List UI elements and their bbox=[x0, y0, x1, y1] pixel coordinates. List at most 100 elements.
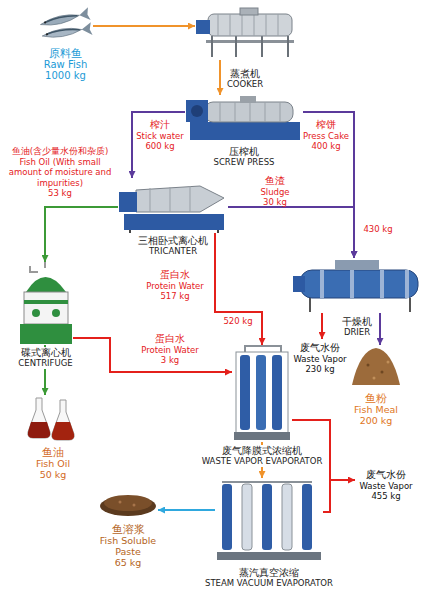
equipment-node: 压榨机SCREW PRESS bbox=[185, 95, 303, 143]
drier-illustration bbox=[293, 260, 418, 312]
waste-vapor-evaporator-illustration bbox=[234, 346, 290, 440]
equipment-node: 废气降膜式浓缩机WASTE VAPOR EVAPORATOR bbox=[232, 345, 292, 442]
steam-vacuum-evaporator-illustration bbox=[217, 482, 321, 560]
tricanter-illustration-part bbox=[119, 192, 137, 212]
waste-vapor-arrow-part bbox=[321, 313, 323, 339]
flow-quantity-label: Stick water bbox=[130, 131, 190, 142]
screw-press-illustration-part bbox=[190, 122, 300, 140]
flow-arrow bbox=[93, 25, 195, 27]
waste-vapor-evaporator-illustration-part bbox=[236, 352, 288, 438]
node-caption: 压榨机SCREW PRESS bbox=[194, 146, 294, 168]
fish-soluble-paste-illustration-part bbox=[104, 495, 152, 511]
screw-press-illustration-part bbox=[205, 102, 293, 122]
fish-oil-illustration-part bbox=[28, 422, 50, 438]
steam-vacuum-evaporator-illustration-part bbox=[242, 484, 252, 550]
flow-quantity-label: Press Cake bbox=[301, 131, 351, 142]
node-subtitle: Fish Soluble Paste bbox=[95, 535, 161, 557]
flow-arrow bbox=[73, 338, 232, 372]
cooker-illustration-part bbox=[206, 40, 294, 43]
flow-quantity-label: 榨饼 bbox=[301, 120, 351, 131]
raw-fish-illustration-part-part bbox=[44, 21, 46, 23]
raw-fish-illustration-part bbox=[39, 7, 91, 30]
fish-soluble-paste-illustration bbox=[100, 495, 156, 516]
node-caption: 鱼粉Fish Meal200 kg bbox=[341, 393, 411, 426]
centrifuge-illustration-part bbox=[24, 292, 68, 324]
node-subtitle: 200 kg bbox=[341, 415, 411, 426]
fish-soluble-paste-illustration-part bbox=[100, 496, 156, 516]
steam-vacuum-evaporator-illustration-part bbox=[262, 484, 272, 550]
flow-arrow bbox=[379, 313, 381, 345]
flow-quantity-label: 53 kg bbox=[30, 188, 90, 199]
cooker-illustration-part bbox=[218, 14, 278, 36]
node-title: 压榨机 bbox=[194, 146, 294, 157]
flow-quantity-label: Fish Oil (With small amount of moisture … bbox=[8, 157, 112, 189]
steam-vacuum-evaporator-illustration-part bbox=[282, 484, 292, 550]
flow-quantity-label: Protein Water bbox=[135, 345, 205, 356]
drier-illustration-part bbox=[293, 276, 305, 292]
node-caption: 蒸汽真空浓缩STEAM VACUUM EVAPORATOR bbox=[199, 567, 339, 589]
fish-meal-illustration-part bbox=[381, 371, 384, 374]
node-title: 鱼粉 bbox=[341, 393, 411, 404]
node-title: 碟式离心机 bbox=[11, 347, 81, 358]
flow-quantity-label: 鱼渣 bbox=[250, 176, 300, 187]
node-caption: 鱼油Fish Oil50 kg bbox=[18, 447, 88, 480]
equipment-node: 三相卧式离心机TRICANTER bbox=[118, 178, 228, 233]
flow-quantity-label: 520 kg bbox=[218, 316, 258, 327]
tricanter-illustration bbox=[119, 186, 224, 233]
raw-fish-illustration-part-part bbox=[44, 14, 78, 23]
steam-vacuum-evaporator-illustration-part bbox=[222, 484, 232, 550]
screw-press-illustration bbox=[186, 96, 300, 140]
fish-meal-illustration-part bbox=[367, 364, 370, 367]
fish-meal-illustration-part bbox=[387, 361, 390, 364]
fish-meal-illustration bbox=[352, 348, 400, 385]
node-subtitle: 50 kg bbox=[18, 469, 88, 480]
node-subtitle: Raw Fish bbox=[30, 59, 102, 70]
screw-press-illustration-part bbox=[186, 100, 208, 122]
flow-quantity-label: Sludge bbox=[250, 187, 300, 198]
flow-quantity-label: 600 kg bbox=[130, 141, 190, 152]
cooker-illustration-part bbox=[240, 8, 258, 15]
fish-oil-illustration bbox=[28, 398, 74, 440]
fish-soluble-paste-illustration-part bbox=[119, 501, 122, 504]
raw-fish-illustration-part-part bbox=[78, 7, 90, 22]
node-subtitle: DRIER bbox=[317, 327, 397, 338]
flow-quantity-label: 30 kg bbox=[250, 197, 300, 208]
flow-quantity-label: 400 kg bbox=[301, 141, 351, 152]
fish-soluble-paste-illustration-part bbox=[133, 504, 136, 507]
screw-press-illustration-part bbox=[240, 96, 256, 103]
equipment-node: 蒸汽真空浓缩STEAM VACUUM EVAPORATOR bbox=[215, 478, 323, 564]
centrifuge-illustration-part bbox=[26, 277, 66, 292]
cooker-illustration-part bbox=[208, 14, 292, 36]
flow-quantity-label: 榨汁 bbox=[130, 120, 190, 131]
node-title: 原料鱼 bbox=[30, 48, 102, 59]
node-subtitle: CENTRIFUGE bbox=[11, 358, 81, 369]
equipment-node: 蒸煮机COOKER bbox=[195, 8, 295, 60]
raw-fish-illustration bbox=[39, 7, 93, 42]
flow-quantity-label: Protein Water bbox=[140, 281, 210, 292]
raw-fish-illustration-part-part bbox=[46, 33, 48, 35]
drier-illustration-part bbox=[380, 270, 384, 298]
node-title: 废气降膜式浓缩机 bbox=[197, 445, 327, 456]
node-title: 干燥机 bbox=[317, 316, 397, 327]
node-title: 鱼油 bbox=[18, 447, 88, 458]
equipment-node: 碟式离心机CENTRIFUGE bbox=[18, 262, 73, 345]
cooker-illustration bbox=[196, 8, 294, 57]
drier-illustration-part bbox=[405, 270, 409, 298]
node-subtitle: SCREW PRESS bbox=[194, 157, 294, 168]
flow-quantity-label: 230 kg bbox=[290, 364, 350, 375]
node-subtitle: STEAM VACUUM EVAPORATOR bbox=[199, 578, 339, 589]
tricanter-illustration-part bbox=[150, 186, 190, 212]
flow-quantity-label: 455 kg bbox=[356, 491, 416, 502]
node-caption: 三相卧式离心机TRICANTER bbox=[123, 235, 223, 257]
cooker-illustration-part bbox=[212, 36, 288, 57]
node-caption: 干燥机DRIER bbox=[317, 316, 397, 338]
node-caption: 鱼溶浆Fish Soluble Paste65 kg bbox=[95, 524, 161, 568]
node-subtitle: Fish Oil bbox=[18, 458, 88, 469]
flow-quantity-label: 鱼油(含少量水份和杂质) bbox=[4, 146, 116, 157]
flow-quantity-label: 废气水份 bbox=[290, 343, 350, 354]
node-caption: 废气降膜式浓缩机WASTE VAPOR EVAPORATOR bbox=[197, 445, 327, 467]
flow-quantity-label: Waste Vapor bbox=[290, 354, 350, 365]
product-node: 鱼油Fish Oil50 kg bbox=[28, 395, 78, 441]
